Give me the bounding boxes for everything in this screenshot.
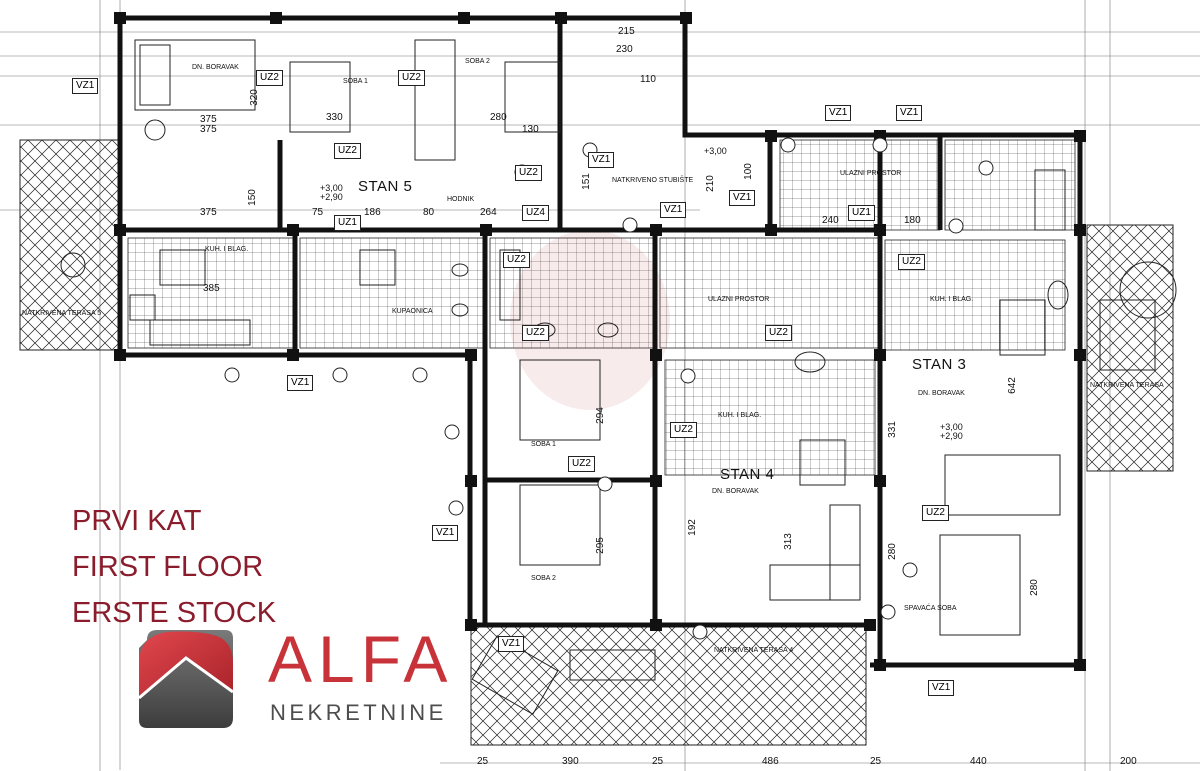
room-label: SOBA 2	[465, 58, 490, 65]
room-label: SOBA 1	[343, 78, 368, 85]
dimension-value: 486	[762, 756, 779, 767]
room-label: KUH. I BLAG.	[930, 296, 974, 303]
room-label: DN. BORAVAK	[712, 488, 759, 495]
logo-subtitle: NEKRETNINE	[270, 700, 447, 725]
marker-vz1: VZ1	[825, 105, 852, 121]
alfa-logo-icon	[138, 630, 234, 728]
level-value: +3,00	[704, 146, 727, 156]
dimension-value: 25	[652, 756, 664, 767]
room-label: KUH. I BLAG.	[205, 246, 249, 253]
marker-vz1: VZ1	[432, 525, 459, 541]
dimension-value: 375	[200, 114, 217, 125]
dimension-value: 25	[870, 756, 882, 767]
room-label: SPAVAĆA SOBA	[904, 605, 957, 612]
dimension-value: 295	[594, 537, 606, 554]
marker-uz2: UZ2	[898, 254, 925, 270]
marker-vz1: VZ1	[287, 375, 314, 391]
dimension-value: 375	[200, 207, 217, 218]
marker-uz2: UZ2	[568, 456, 595, 472]
dimension-value: 25	[477, 756, 489, 767]
terrace-hatching	[19, 139, 1174, 746]
room-label: KUH. I BLAG.	[718, 412, 762, 419]
level-value: +2,90	[320, 192, 343, 202]
marker-uz1: UZ1	[848, 205, 875, 221]
marker-uz2: UZ2	[765, 325, 792, 341]
room-label: NATKRIVENA TERASA	[1090, 382, 1164, 389]
marker-vz1: VZ1	[896, 105, 923, 121]
marker-uz2: UZ2	[503, 252, 530, 268]
dimension-value: 200	[1120, 756, 1137, 767]
marker-uz2: UZ2	[522, 325, 549, 341]
floor-title-line1: PRVI KAT	[72, 505, 202, 537]
dimension-value: 280	[886, 543, 898, 560]
marker-uz2: UZ2	[334, 143, 361, 159]
marker-uz2: UZ2	[256, 70, 283, 86]
dimension-value: 186	[364, 207, 381, 218]
room-label: ULAZNI PROSTOR	[840, 170, 902, 177]
marker-uz1: UZ1	[334, 215, 361, 231]
dimension-value: 320	[248, 89, 260, 106]
room-label: NATKRIVENA TERASA 4	[714, 647, 794, 654]
watermark-blob	[510, 230, 670, 410]
marker-vz1: VZ1	[729, 190, 756, 206]
dimension-value: 330	[326, 112, 343, 123]
level-value: +2,90	[940, 431, 963, 441]
room-label: KUPAONICA	[392, 308, 433, 315]
dimension-value: 100	[742, 163, 754, 180]
dimension-value: 280	[1028, 579, 1040, 596]
apartment-label-stan5: STAN 5	[358, 178, 413, 195]
dimension-value: 642	[1006, 377, 1018, 394]
dimension-value: 390	[562, 756, 579, 767]
marker-uz2: UZ2	[922, 505, 949, 521]
marker-vz1: VZ1	[498, 636, 525, 652]
dimension-value: 130	[522, 124, 539, 135]
dimension-value: 294	[594, 407, 606, 424]
floor-title-line2: FIRST FLOOR	[72, 551, 264, 583]
marker-uz2: UZ2	[670, 422, 697, 438]
room-label: NATKRIVENO STUBIŠTE	[612, 177, 694, 184]
dimension-value: 313	[782, 533, 794, 550]
dimension-value: 192	[686, 519, 698, 536]
room-label: DN. BORAVAK	[918, 390, 965, 397]
dimension-value: 75	[312, 207, 324, 218]
dimension-value: 240	[822, 215, 839, 226]
marker-vz1: VZ1	[928, 680, 955, 696]
room-label: HODNIK	[447, 196, 475, 203]
room-label: SOBA 1	[531, 441, 556, 448]
marker-vz1: VZ1	[660, 202, 687, 218]
dimension-value: 264	[480, 207, 497, 218]
marker-uz2: UZ2	[515, 165, 542, 181]
dimension-value: 110	[640, 74, 656, 85]
grid-bubbles	[224, 137, 994, 640]
dimension-value: 80	[423, 207, 435, 218]
room-label: DN. BORAVAK	[192, 64, 239, 71]
dimension-value: 215	[618, 26, 635, 37]
dimension-value: 440	[970, 756, 987, 767]
floor-title-line3: ERSTE STOCK	[72, 597, 277, 629]
level-value: +3,00	[940, 422, 963, 432]
marker-vz1: VZ1	[588, 152, 615, 168]
room-label: SOBA 2	[531, 575, 556, 582]
marker-vz1: VZ1	[72, 78, 99, 94]
dimension-value: 375	[200, 124, 217, 135]
columns	[114, 12, 1086, 671]
dimension-value: 331	[886, 421, 898, 438]
furniture	[60, 39, 1177, 715]
marker-uz2: UZ2	[398, 70, 425, 86]
apartment-label-stan4: STAN 4	[720, 466, 775, 483]
room-label: ULAZNI PROSTOR	[708, 296, 770, 303]
marker-uz4: UZ4	[522, 205, 549, 221]
dimension-value: 280	[490, 112, 507, 123]
dimension-value: 210	[704, 175, 716, 192]
dimension-value: 150	[246, 189, 258, 206]
dimension-value: 180	[904, 215, 921, 226]
dimension-value: 230	[616, 44, 633, 55]
dimension-value: 151	[580, 173, 592, 190]
dimension-value: 385	[203, 283, 220, 294]
apartment-label-stan3: STAN 3	[912, 356, 967, 373]
room-label: NATKRIVENA TERASA 5	[22, 310, 102, 317]
level-value: +3,00	[320, 183, 343, 193]
logo-wordmark: ALFA	[268, 622, 454, 696]
